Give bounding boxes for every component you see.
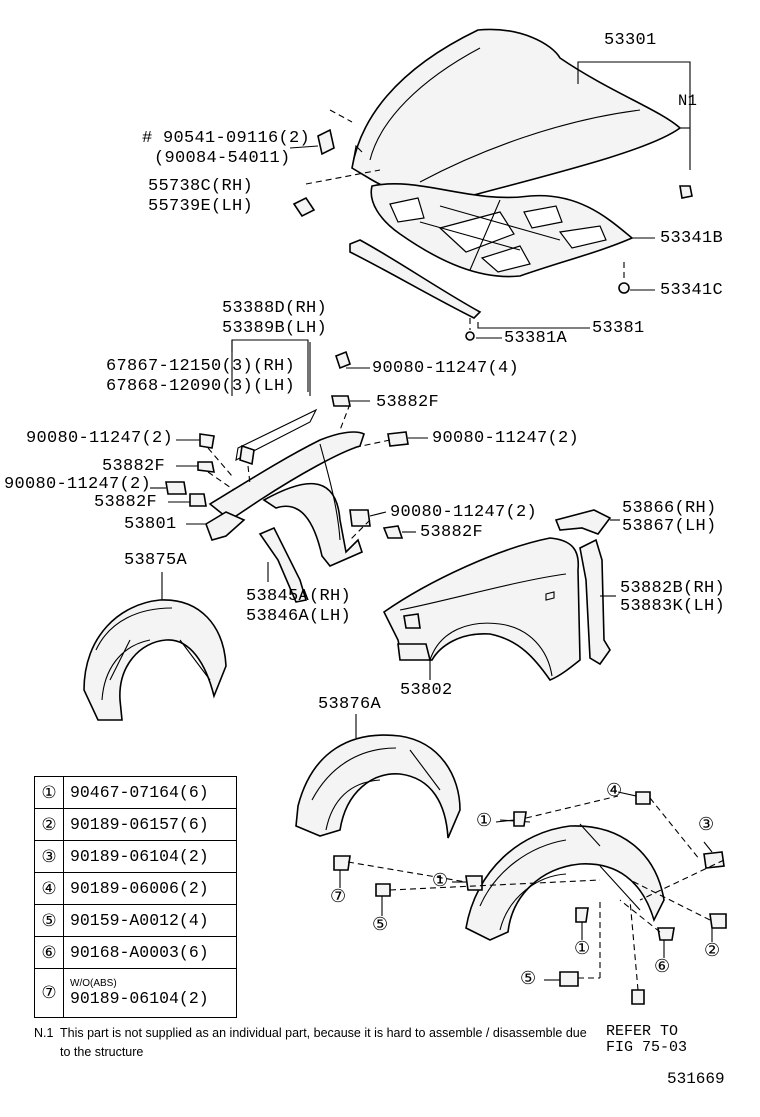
label-53882f-a: 53882F	[376, 393, 440, 412]
callout-1-b: ①	[432, 870, 449, 891]
label-n1: N1	[678, 92, 698, 110]
label-53876a: 53876A	[318, 695, 382, 714]
callout-1-a: ①	[476, 810, 493, 831]
hood-inner-frame	[370, 183, 634, 278]
label-53388d: 53388D(RH)	[222, 299, 328, 318]
legend-key: ①	[34, 776, 64, 809]
hood-leaders	[289, 61, 691, 339]
label-90080-d: 90080-11247(2)	[4, 475, 152, 494]
label-53389b: 53389B(LH)	[222, 319, 328, 338]
label-53381a: 53381A	[504, 329, 568, 348]
front-fender	[382, 537, 581, 681]
callout-2: ②	[704, 940, 721, 961]
fender-liner-assembly	[465, 819, 665, 941]
label-90080-b: 90080-11247(2)	[26, 429, 174, 448]
label-53802: 53802	[400, 681, 453, 700]
label-53341b: 53341B	[660, 229, 724, 248]
label-53846a: 53846A(LH)	[246, 607, 352, 626]
legend-value: 90467-07164(6)	[63, 776, 237, 809]
callout-6: ⑥	[654, 956, 671, 977]
rear-liner	[295, 714, 461, 839]
legend-key: ②	[34, 808, 64, 841]
hood-fasteners	[292, 128, 693, 341]
label-53341c: 53341C	[660, 281, 724, 300]
legend-key: ⑤	[34, 904, 64, 937]
fender-liner-bracket	[554, 509, 612, 535]
label-53882f-c: 53882F	[94, 493, 158, 512]
label-55738c: 55738C(RH)	[148, 177, 254, 196]
label-53866: 53866(RH)	[622, 499, 717, 518]
label-90084: (90084-54011)	[154, 149, 291, 168]
legend-value-with-condition: W/O(ABS)90189-06104(2)	[63, 968, 237, 1018]
label-55739e: 55739E(LH)	[148, 197, 254, 216]
callout-4: ④	[606, 780, 623, 801]
legend-value: 90168-A0003(6)	[63, 936, 237, 969]
callout-1-c: ①	[574, 938, 591, 959]
label-53845a: 53845A(RH)	[246, 587, 352, 606]
refer-to-figure: REFER TO FIG 75-03	[606, 1023, 688, 1056]
legend-key: ⑥	[34, 936, 64, 969]
liner-fasteners	[333, 791, 727, 1005]
legend-condition: W/O(ABS)	[70, 978, 117, 989]
front-liner	[83, 572, 227, 721]
apron-leaders	[150, 339, 428, 582]
fender-apron	[205, 408, 365, 567]
label-67868: 67868-12090(3)(LH)	[106, 377, 296, 396]
figure-code: 531669	[667, 1070, 725, 1088]
legend-value: 90189-06006(2)	[63, 872, 237, 905]
callout-5-b: ⑤	[520, 968, 537, 989]
label-53882f-d: 53882F	[420, 523, 484, 542]
label-90080-c: 90080-11247(2)	[432, 429, 580, 448]
label-90080-e: 90080-11247(2)	[390, 503, 538, 522]
liner-leaders	[339, 791, 725, 991]
legend-key: ⑦	[34, 968, 64, 1018]
legend-value: 90189-06104(2)	[63, 840, 237, 873]
label-53883k: 53883K(LH)	[620, 597, 726, 616]
callout-5-a: ⑤	[372, 914, 389, 935]
fender-bracket	[258, 526, 308, 603]
label-53801: 53801	[124, 515, 177, 534]
footnote-text: This part is not supplied as an individu…	[60, 1026, 587, 1059]
label-53867: 53867(LH)	[622, 517, 717, 536]
footnote-key: N.1	[34, 1026, 54, 1040]
hood-seal	[349, 239, 482, 319]
callout-3: ③	[698, 814, 715, 835]
label-53875a: 53875A	[124, 551, 188, 570]
label-53381: 53381	[592, 319, 645, 338]
callout-7: ⑦	[330, 886, 347, 907]
label-53301: 53301	[604, 31, 657, 50]
legend-value: 90189-06104(2)	[70, 989, 209, 1008]
legend-key: ③	[34, 840, 64, 873]
hood-panel	[351, 28, 682, 200]
legend-key: ④	[34, 872, 64, 905]
fender-protector	[579, 538, 611, 666]
label-53882f-b: 53882F	[102, 457, 166, 476]
label-53882b: 53882B(RH)	[620, 579, 726, 598]
label-67867: 67867-12150(3)(RH)	[106, 357, 296, 376]
legend-value: 90189-06157(6)	[63, 808, 237, 841]
legend-value: 90159-A0012(4)	[63, 904, 237, 937]
label-90080-a: 90080-11247(4)	[372, 359, 520, 378]
label-90541: # 90541-09116(2)	[142, 129, 311, 148]
